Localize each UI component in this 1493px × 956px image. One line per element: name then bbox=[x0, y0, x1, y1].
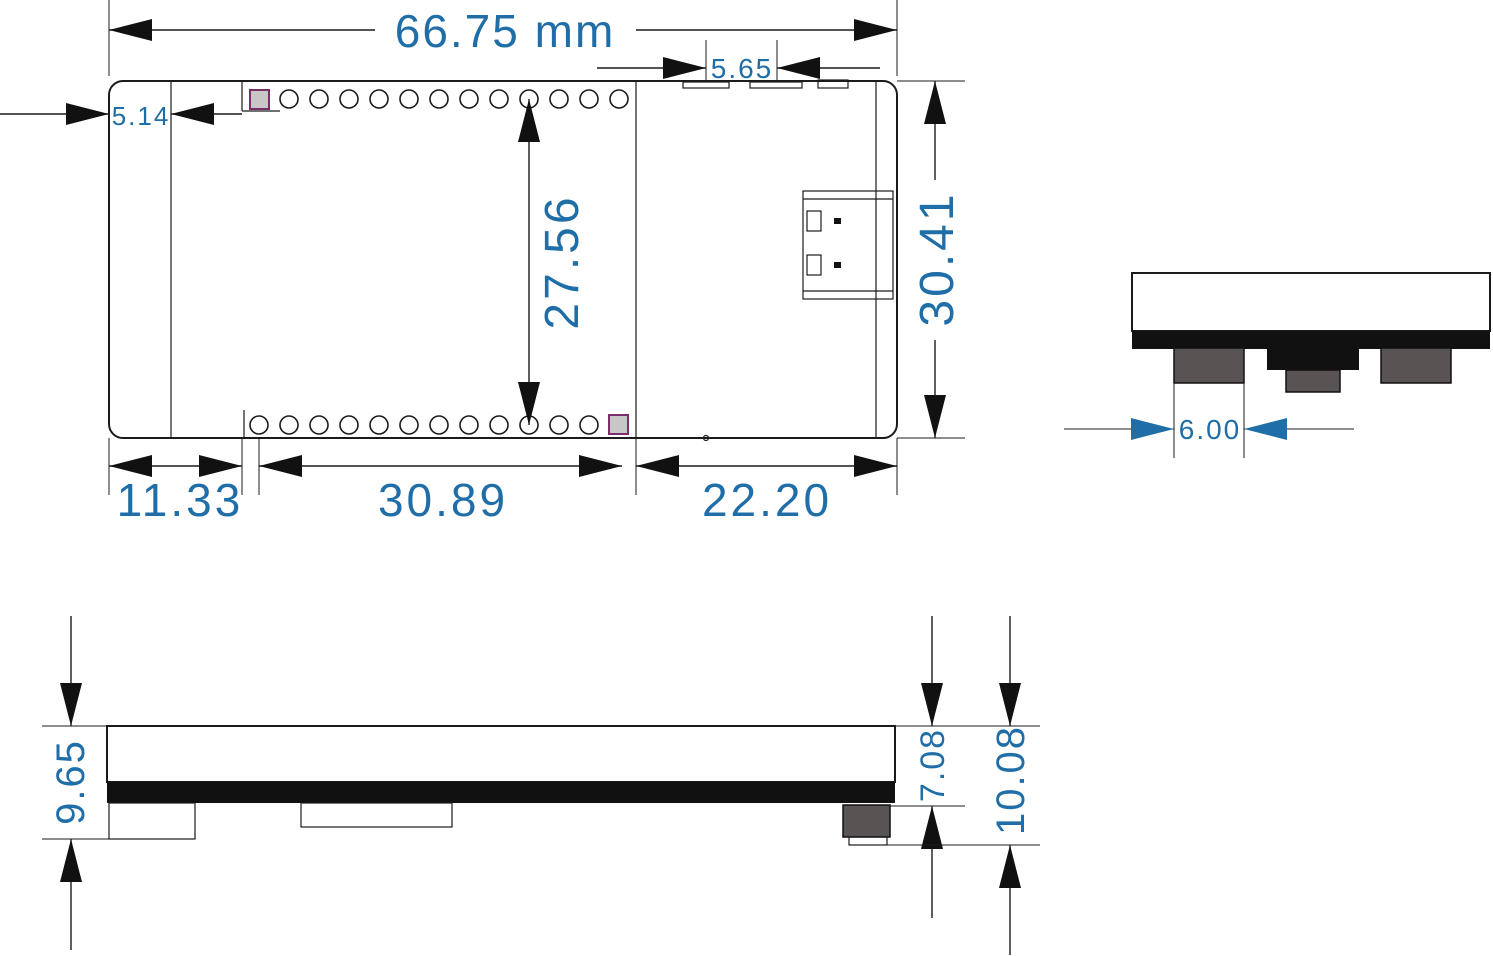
pin bbox=[429, 89, 449, 109]
top-edge-component bbox=[749, 81, 803, 89]
pin bbox=[429, 415, 449, 435]
pin-square-pad bbox=[608, 414, 629, 435]
mount-dot bbox=[702, 434, 710, 442]
pin bbox=[609, 89, 629, 109]
pin bbox=[369, 89, 389, 109]
pin bbox=[579, 415, 599, 435]
pin bbox=[459, 415, 479, 435]
side-view-usb-base bbox=[848, 836, 888, 846]
end-view-header-left bbox=[1173, 347, 1245, 384]
overall-height-label: 30.41 bbox=[911, 191, 964, 326]
pin bbox=[249, 415, 269, 435]
end-view-header-right bbox=[1380, 347, 1452, 384]
pin bbox=[369, 415, 389, 435]
end-connector-width-label: 6.00 bbox=[1179, 414, 1242, 445]
side-view-header-left bbox=[108, 802, 196, 840]
total-height-label: 10.08 bbox=[989, 725, 1033, 835]
connector-width-label: 5.65 bbox=[711, 53, 774, 84]
pin-row-spacing-label: 27.56 bbox=[536, 194, 589, 329]
pin bbox=[489, 415, 509, 435]
end-view: 6.00 bbox=[1064, 272, 1491, 458]
right-section-label: 22.20 bbox=[702, 474, 832, 526]
side-view-header-mid bbox=[300, 802, 453, 828]
pin bbox=[549, 89, 569, 109]
left-height-label: 9.65 bbox=[49, 739, 93, 825]
usb-connector bbox=[802, 190, 894, 300]
pin bbox=[279, 89, 299, 109]
top-pin-row bbox=[249, 89, 629, 110]
pin bbox=[399, 415, 419, 435]
pin bbox=[279, 415, 299, 435]
pin bbox=[489, 89, 509, 109]
pin bbox=[339, 89, 359, 109]
side-view-usb-component bbox=[842, 804, 891, 838]
end-view-body bbox=[1131, 272, 1491, 332]
end-view-pcb bbox=[1132, 331, 1490, 349]
header-offset-label: 5.14 bbox=[112, 101, 171, 131]
pin-row-length-label: 30.89 bbox=[378, 474, 508, 526]
overall-width-label: 66.75 mm bbox=[395, 5, 616, 57]
end-view-usb bbox=[1267, 348, 1359, 370]
left-margin-label: 11.33 bbox=[117, 474, 244, 526]
pin bbox=[309, 415, 329, 435]
end-view-usb-tab bbox=[1285, 369, 1341, 393]
board-height-label: 7.08 bbox=[914, 728, 952, 802]
pin bbox=[399, 89, 419, 109]
board-outline bbox=[108, 80, 898, 439]
side-view-body bbox=[106, 725, 896, 783]
pin-1-square-pad bbox=[249, 89, 270, 110]
pin bbox=[549, 415, 569, 435]
side-view-pcb bbox=[107, 782, 895, 803]
pin bbox=[579, 89, 599, 109]
top-edge-component bbox=[817, 79, 849, 89]
pin bbox=[309, 89, 329, 109]
top-view: 66.75 mm 5.65 5.14 27.56 30.41 bbox=[0, 0, 965, 526]
pin bbox=[339, 415, 359, 435]
pin bbox=[459, 89, 479, 109]
side-view: 9.65 7.08 10.08 bbox=[42, 616, 1040, 955]
